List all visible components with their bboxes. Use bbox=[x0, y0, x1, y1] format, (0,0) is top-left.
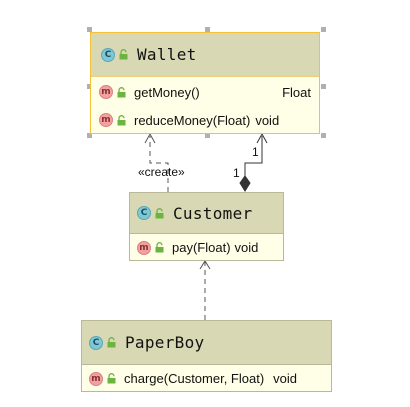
class-paperboy-name: PaperBoy bbox=[125, 333, 205, 352]
method-m-icon: m bbox=[137, 240, 151, 255]
method-m-icon: m bbox=[99, 113, 113, 127]
class-wallet-name: Wallet bbox=[137, 45, 197, 64]
method-row-pay[interactable]: m pay(Float) void bbox=[130, 234, 283, 261]
method-return-type: void bbox=[255, 112, 280, 128]
selection-handle-bottom-right[interactable] bbox=[321, 133, 326, 138]
class-customer-header[interactable]: C Customer bbox=[130, 193, 283, 234]
selection-handle-top-left[interactable] bbox=[87, 27, 92, 32]
lock-icon bbox=[117, 114, 126, 125]
class-paperboy[interactable]: C PaperBoy m charge(Customer, Float) voi… bbox=[81, 320, 332, 392]
class-paperboy-header[interactable]: C PaperBoy bbox=[82, 321, 331, 365]
class-customer-members: m pay(Float) void bbox=[130, 234, 283, 261]
method-return-type: Float bbox=[282, 84, 311, 100]
lock-icon bbox=[117, 86, 126, 97]
class-paperboy-members: m charge(Customer, Float) void bbox=[82, 365, 331, 392]
selection-handle-bottom-left[interactable] bbox=[87, 133, 92, 138]
selection-handle-middle-left[interactable] bbox=[87, 84, 92, 89]
class-wallet[interactable]: C Wallet m getMoney() Float m reduceMone… bbox=[90, 32, 320, 134]
selection-handle-middle-right[interactable] bbox=[321, 84, 326, 89]
composition-multiplicity-bottom: 1 bbox=[233, 166, 240, 180]
method-m-icon: m bbox=[89, 371, 103, 386]
method-m-icon: m bbox=[99, 85, 113, 99]
lock-icon bbox=[107, 337, 116, 348]
lock-icon bbox=[119, 49, 128, 60]
class-c-icon: C bbox=[89, 335, 103, 350]
selection-handle-bottom-center[interactable] bbox=[205, 133, 210, 138]
method-row-charge[interactable]: m charge(Customer, Float) void bbox=[82, 365, 331, 392]
lock-icon bbox=[155, 242, 164, 253]
lock-icon bbox=[155, 207, 164, 218]
method-return-type: void bbox=[273, 371, 298, 386]
method-signature: getMoney() bbox=[134, 84, 200, 100]
class-wallet-header[interactable]: C Wallet bbox=[91, 33, 319, 77]
selection-handle-top-center[interactable] bbox=[205, 27, 210, 32]
composition-diamond bbox=[239, 175, 251, 192]
method-row-getmoney[interactable]: m getMoney() Float bbox=[91, 78, 319, 106]
create-dependency-line[interactable] bbox=[149, 136, 169, 192]
method-signature: pay(Float) bbox=[172, 240, 231, 255]
selection-handle-top-right[interactable] bbox=[321, 27, 326, 32]
method-row-reducemoney[interactable]: m reduceMoney(Float) void bbox=[91, 106, 319, 134]
class-wallet-members: m getMoney() Float m reduceMoney(Float) … bbox=[91, 77, 319, 134]
class-customer-name: Customer bbox=[173, 203, 253, 223]
composition-line[interactable] bbox=[244, 136, 263, 178]
class-customer[interactable]: C Customer m pay(Float) void bbox=[129, 192, 284, 261]
lock-icon bbox=[107, 373, 116, 384]
create-stereotype-label: «create» bbox=[138, 165, 185, 179]
method-signature: reduceMoney(Float) bbox=[134, 112, 251, 128]
create-dependency-arrowhead bbox=[144, 132, 156, 144]
composition-arrowhead bbox=[256, 132, 268, 144]
method-signature: charge(Customer, Float) bbox=[124, 371, 265, 386]
composition-multiplicity-top: 1 bbox=[252, 145, 259, 159]
class-c-icon: C bbox=[137, 206, 151, 220]
paperboy-customer-arrowhead bbox=[199, 260, 211, 270]
class-c-icon: C bbox=[101, 47, 115, 62]
method-return-type: void bbox=[234, 240, 259, 255]
